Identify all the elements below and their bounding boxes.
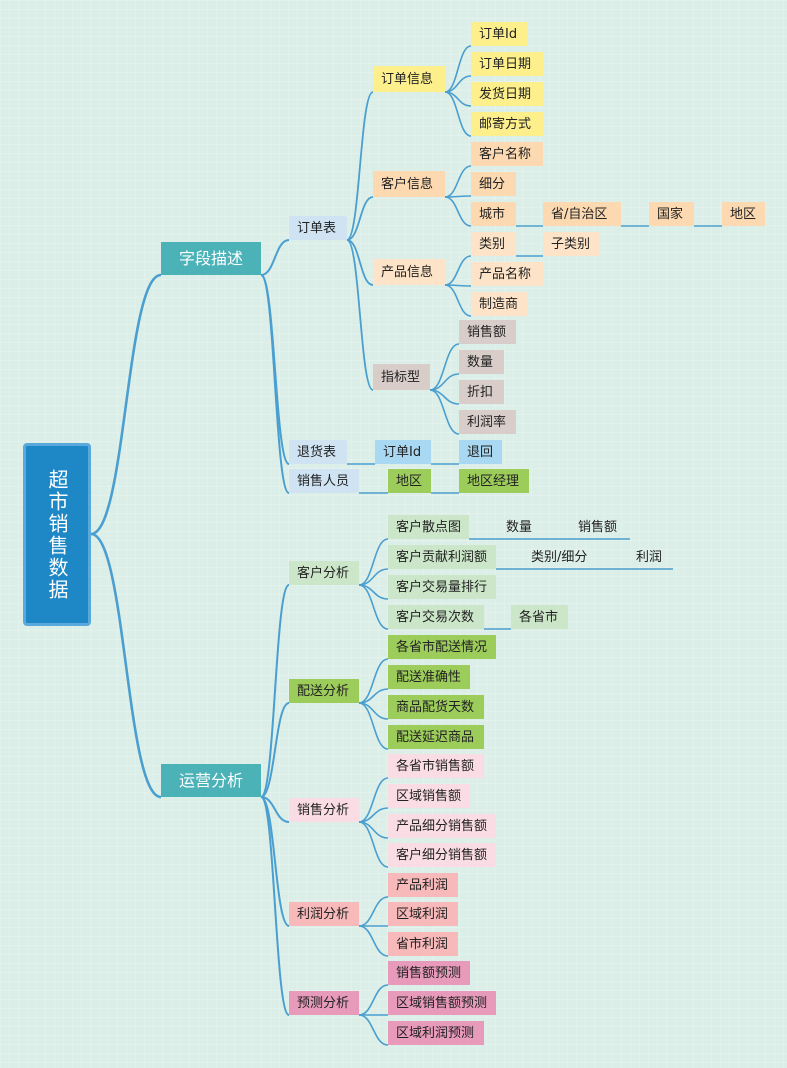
- connector-line: [429, 343, 460, 391]
- node-manufacturer[interactable]: 制造商: [471, 292, 528, 316]
- node-returned[interactable]: 退回: [459, 440, 502, 464]
- node-sales-analysis[interactable]: 销售分析: [289, 798, 359, 822]
- node-customer-name[interactable]: 客户名称: [471, 142, 543, 166]
- node-profit-rate[interactable]: 利润率: [459, 410, 516, 434]
- node-profit-value[interactable]: 利润: [636, 549, 663, 565]
- node-delivery-accuracy[interactable]: 配送准确性: [388, 665, 470, 689]
- connector-line: [358, 821, 389, 868]
- node-customer-txn-rank[interactable]: 客户交易量排行: [388, 575, 496, 599]
- connector-line: [358, 584, 389, 630]
- node-salespeople[interactable]: 销售人员: [289, 469, 359, 493]
- node-product-info[interactable]: 产品信息: [373, 259, 445, 285]
- node-field-description[interactable]: 字段描述: [161, 242, 261, 275]
- node-product-delivery-days[interactable]: 商品配货天数: [388, 695, 484, 719]
- connector-line: [444, 45, 472, 93]
- node-delivery-delay[interactable]: 配送延迟商品: [388, 725, 484, 749]
- node-product-profit[interactable]: 产品利润: [388, 873, 458, 897]
- node-discount[interactable]: 折扣: [459, 380, 504, 404]
- connector-line: [260, 584, 290, 798]
- node-province-delivery[interactable]: 各省市配送情况: [388, 635, 496, 659]
- connector-line: [90, 532, 162, 799]
- node-customer-analysis[interactable]: 客户分析: [289, 561, 359, 585]
- node-txn-province[interactable]: 各省市: [511, 605, 568, 629]
- node-quantity[interactable]: 数量: [459, 350, 504, 374]
- node-product-name[interactable]: 产品名称: [471, 262, 543, 286]
- node-customer-txn-count[interactable]: 客户交易次数: [388, 605, 484, 629]
- node-region[interactable]: 地区: [722, 202, 765, 226]
- node-region-profit-forecast[interactable]: 区域利润预测: [388, 1021, 484, 1045]
- node-customer-segment-sales[interactable]: 客户细分销售额: [388, 843, 496, 867]
- connector-line: [358, 925, 389, 957]
- root-node-supermarket-sales[interactable]: 超市销售数据: [23, 443, 91, 626]
- node-province-sales[interactable]: 各省市销售额: [388, 754, 484, 778]
- connector-line: [346, 239, 374, 286]
- connector-line: [358, 777, 389, 823]
- connector-line: [346, 239, 374, 391]
- connector-line: [260, 796, 290, 823]
- node-customer-scatter[interactable]: 客户散点图: [388, 515, 469, 539]
- node-order-id[interactable]: 订单Id: [471, 22, 528, 46]
- node-customer-info[interactable]: 客户信息: [373, 171, 445, 197]
- node-segment[interactable]: 细分: [471, 172, 516, 196]
- connector-line: [444, 165, 472, 198]
- node-province[interactable]: 省/自治区: [543, 202, 621, 226]
- connector-line: [429, 389, 460, 435]
- connector-line: [358, 896, 389, 927]
- connector-line: [260, 239, 290, 276]
- node-returns-order-id[interactable]: 订单Id: [375, 440, 431, 464]
- node-order-info[interactable]: 订单信息: [373, 66, 445, 92]
- node-returns-table[interactable]: 退货表: [289, 440, 347, 464]
- node-region-sales[interactable]: 区域销售额: [388, 784, 470, 808]
- node-order-date[interactable]: 订单日期: [471, 52, 543, 76]
- node-customer-profit[interactable]: 客户贡献利润额: [388, 545, 496, 569]
- node-orders-table[interactable]: 订单表: [289, 216, 347, 240]
- node-country[interactable]: 国家: [649, 202, 694, 226]
- node-region-manager[interactable]: 地区经理: [459, 469, 529, 493]
- connector-line: [358, 538, 389, 586]
- node-operations-analysis[interactable]: 运营分析: [161, 764, 261, 797]
- connector-line: [444, 284, 472, 317]
- node-sales[interactable]: 销售额: [459, 320, 516, 344]
- node-salespeople-region[interactable]: 地区: [388, 469, 431, 493]
- node-city[interactable]: 城市: [471, 202, 516, 226]
- connector-line: [444, 91, 472, 137]
- connector-line: [358, 658, 389, 704]
- node-metrics[interactable]: 指标型: [373, 364, 430, 390]
- node-subcategory[interactable]: 子类别: [543, 232, 600, 256]
- connector-line: [358, 984, 389, 1016]
- node-profit-category[interactable]: 类别/细分: [531, 549, 588, 565]
- connector-line: [444, 255, 472, 286]
- connector-line: [260, 274, 290, 494]
- connector-line: [90, 273, 162, 536]
- node-delivery-analysis[interactable]: 配送分析: [289, 679, 359, 703]
- node-product-segment-sales[interactable]: 产品细分销售额: [388, 814, 496, 838]
- connector-line: [444, 196, 472, 227]
- node-forecast-analysis[interactable]: 预测分析: [289, 991, 359, 1015]
- node-profit-analysis[interactable]: 利润分析: [289, 902, 359, 926]
- connector-line: [346, 196, 374, 241]
- node-scatter-quantity[interactable]: 数量: [506, 519, 533, 535]
- connector-line: [358, 1014, 389, 1046]
- node-province-profit[interactable]: 省市利润: [388, 932, 458, 956]
- node-category[interactable]: 类别: [471, 232, 516, 256]
- connector-line: [346, 91, 374, 241]
- node-ship-mode[interactable]: 邮寄方式: [471, 112, 543, 136]
- node-region-profit[interactable]: 区域利润: [388, 902, 458, 926]
- connector-line: [260, 796, 290, 1016]
- connector-line: [358, 702, 389, 750]
- node-ship-date[interactable]: 发货日期: [471, 82, 543, 106]
- connector-line: [260, 702, 290, 798]
- node-scatter-sales[interactable]: 销售额: [578, 519, 618, 535]
- node-region-sales-forecast[interactable]: 区域销售额预测: [388, 991, 496, 1015]
- node-sales-forecast[interactable]: 销售额预测: [388, 961, 470, 985]
